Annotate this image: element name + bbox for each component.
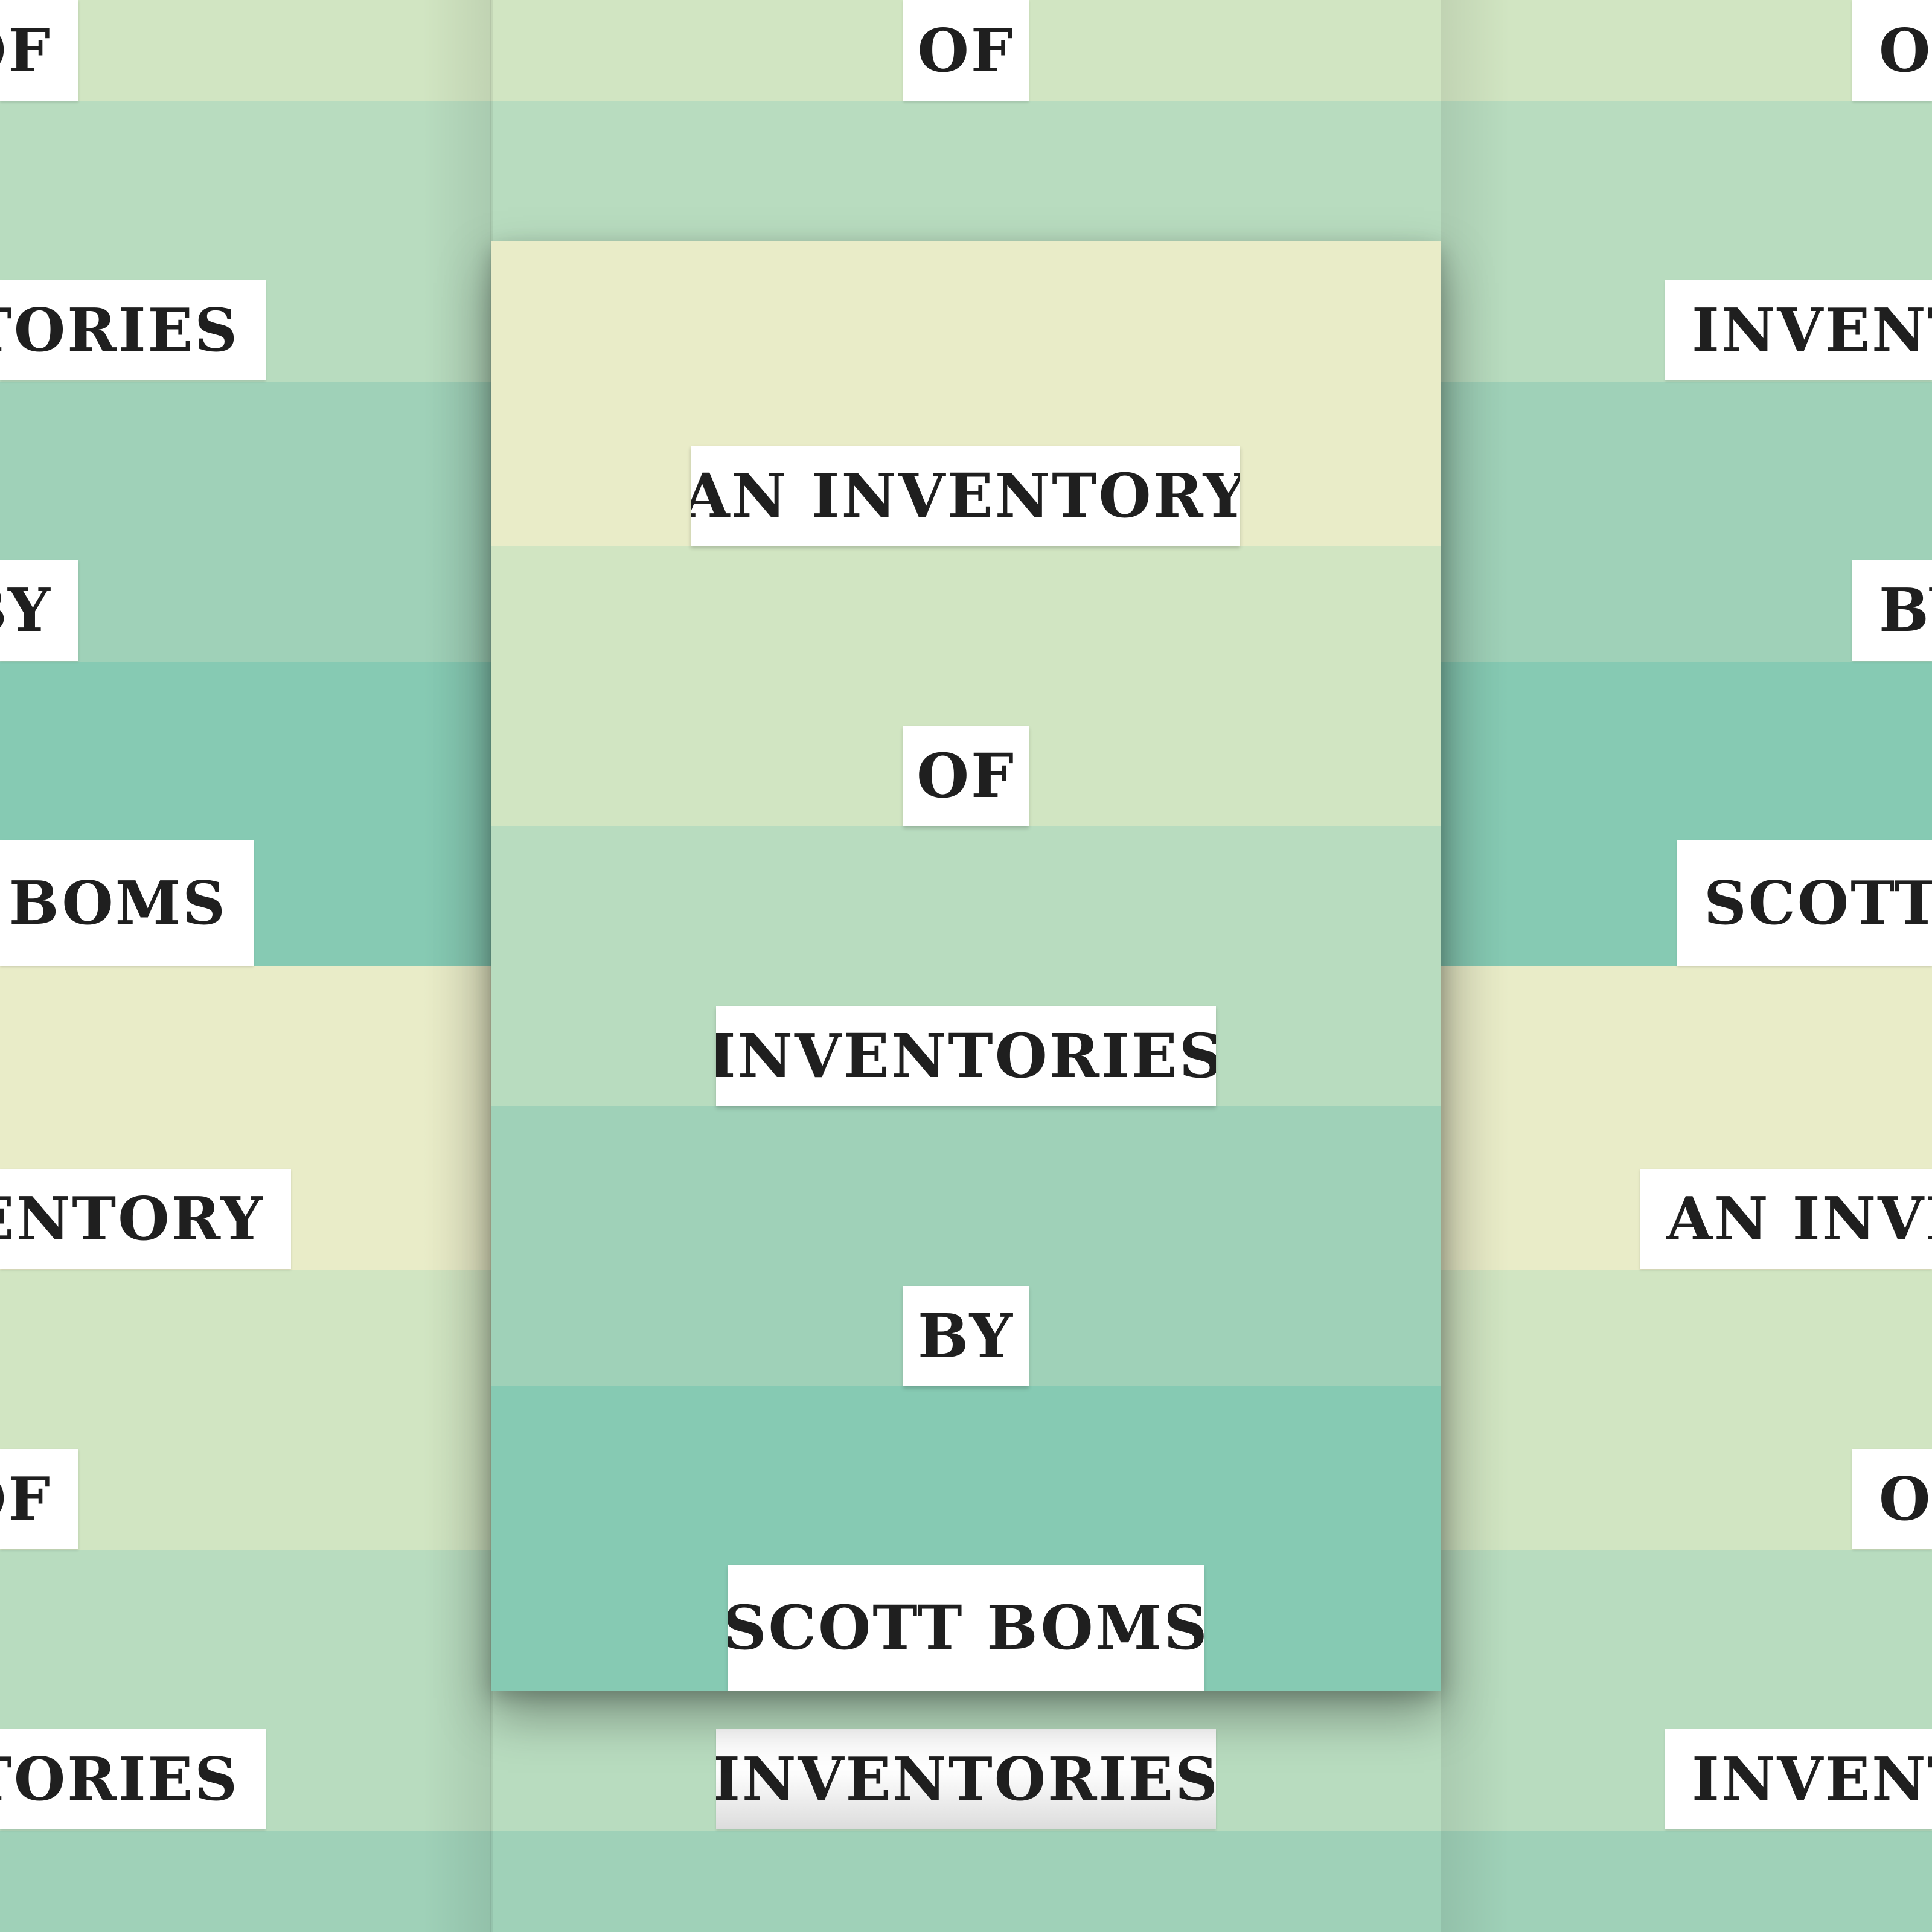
bg-label-text: ENTORY: [0, 1184, 264, 1254]
bg-label-by-left: BY: [0, 560, 78, 661]
bg-label-author-right: SCOTT: [1677, 840, 1932, 966]
bg-label-text: AN INVE: [1666, 1184, 1932, 1254]
cover-title-text: BY: [917, 1300, 1015, 1372]
bg-label-text: OF: [0, 1464, 52, 1534]
bg-label-inventory-right: AN INVE: [1640, 1169, 1932, 1269]
bg-shadow-right: [1441, 0, 1509, 1932]
cover-title-text: OF: [916, 740, 1016, 811]
bg-label-text: OF: [1879, 1464, 1932, 1534]
bg-label-inventories-right-2: INVENT: [1665, 1729, 1932, 1829]
bg-label-inventories-center-bottom: INVENTORIES: [716, 1729, 1216, 1829]
bg-band-mid-green-2: [0, 1831, 1932, 1932]
bg-label-inventory-left: ENTORY: [0, 1169, 291, 1269]
book-cover: AN INVENTORY OF INVENTORIES BY SCOTT BOM…: [491, 242, 1441, 1690]
bg-label-text: INVENT: [1692, 295, 1932, 365]
bg-label-inventories-left: TORIES: [0, 280, 266, 380]
bg-shadow-left: [423, 0, 491, 1932]
bg-label-of-top-right: OF: [1852, 0, 1932, 101]
bg-label-text: INVENT: [1692, 1744, 1932, 1814]
bg-label-text: INVENTORIES: [716, 1744, 1216, 1814]
cover-author: SCOTT BOMS: [728, 1565, 1204, 1690]
bg-label-text: T BOMS: [0, 868, 227, 938]
cover-author-text: SCOTT BOMS: [728, 1592, 1204, 1663]
bg-label-of-left-2: OF: [0, 1449, 78, 1549]
bg-label-text: OF: [0, 16, 52, 86]
bg-label-text: OF: [1879, 16, 1932, 86]
bg-label-text: OF: [917, 16, 1015, 86]
bg-label-of-top-center: OF: [903, 0, 1029, 101]
bg-label-inventories-left-2: TORIES: [0, 1729, 266, 1829]
bg-label-of-right-2: OF: [1852, 1449, 1932, 1549]
cover-title-line-2: OF: [903, 726, 1029, 826]
bg-label-text: SCOTT: [1704, 868, 1932, 938]
bg-label-inventories-right: INVENT: [1665, 280, 1932, 380]
cover-title-line-1: AN INVENTORY: [691, 446, 1240, 546]
cover-title-text: AN INVENTORY: [691, 460, 1240, 531]
bg-label-of-top-left: OF: [0, 0, 78, 101]
bg-label-author-left: T BOMS: [0, 840, 254, 966]
cover-title-line-3: INVENTORIES: [716, 1006, 1216, 1106]
bg-label-text: BY: [0, 575, 52, 645]
bg-label-text: TORIES: [0, 295, 239, 365]
bg-label-text: TORIES: [0, 1744, 239, 1814]
cover-title-text: INVENTORIES: [716, 1020, 1216, 1092]
bg-label-text: BY: [1879, 575, 1932, 645]
cover-byline: BY: [903, 1286, 1029, 1386]
bg-label-by-right: BY: [1852, 560, 1932, 661]
